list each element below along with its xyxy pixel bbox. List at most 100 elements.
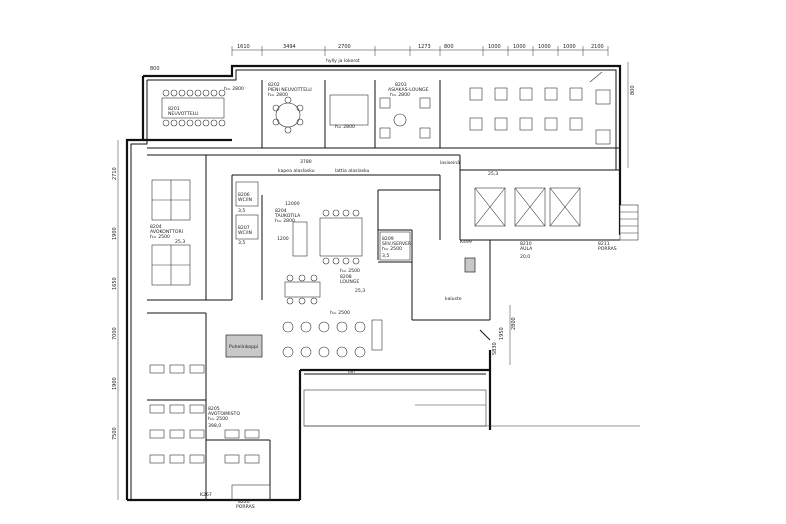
room-8209: 8209 SIIV./SERVER h= 2500 3,5	[379, 231, 412, 261]
room-8203-num: 8203	[395, 82, 407, 88]
room-8202-name: PIENI NEUVOTTELU	[268, 87, 312, 93]
room-8208-height: h= 2500	[340, 268, 360, 274]
note-hylly: hylly ja lokerot	[326, 58, 360, 64]
room-8206-name: WC/IN	[238, 197, 252, 203]
room-8210-name: AULA	[520, 246, 533, 252]
top-dimensions: 1610 3494 2700 1273 800 1000 1000 1000 1…	[150, 44, 609, 72]
room-8203-height: h= 2800	[390, 92, 410, 98]
lounge-seating: h= 2500	[282, 310, 383, 358]
dim-left-2: 1900	[112, 227, 118, 240]
room-8210-area: 20,0	[520, 254, 530, 260]
note-kaluste: kaluste	[445, 296, 462, 302]
note-kapea: kapea alaslasku	[278, 168, 315, 174]
dim-left-3: 1650	[112, 277, 118, 290]
room-8210-area2: 25,3	[488, 171, 498, 177]
room-8204: 8204 TAUKOTILA h= 2800 1200	[274, 208, 363, 265]
note-k267: K267	[200, 492, 212, 498]
dim-top-3: 2700	[338, 44, 351, 50]
room-8208-area: 25,3	[355, 288, 365, 294]
room-8201-num: 8201	[168, 106, 180, 112]
note-k499: K499	[460, 239, 472, 245]
dim-left-5: 1900	[112, 377, 118, 390]
room-8201-height: h= 2800	[224, 86, 244, 92]
room-8208-num: 8208	[340, 274, 352, 280]
room-8205-area: 398,0	[208, 423, 221, 429]
room-8202: 8202 PIENI NEUVOTTELU h= 2800 h= 2800 hy…	[268, 58, 369, 134]
room-8220-name: PORRAS	[236, 504, 255, 510]
room-8206-num: 8206	[238, 192, 250, 198]
room-avok-num: 8204	[150, 224, 162, 230]
note-left-area: 25,3	[175, 239, 185, 245]
room-8202-num: 8202	[268, 82, 280, 88]
room-8204-area: 1200	[277, 236, 289, 242]
room-8207-num: 8207	[238, 225, 250, 231]
dim-top-1: 1610	[237, 44, 250, 50]
room-wc: 8206 WC/IN 3,5 8207 WC/IN 3,5	[235, 181, 259, 246]
room-8210: 8210 AULA 20,0 25,3	[464, 171, 581, 273]
note-fluidi: lasiseinä	[440, 160, 460, 166]
room-8209-name: SIIV./SERVER	[382, 241, 412, 247]
dim-top-8: 1000	[538, 44, 551, 50]
room-8202b-height: h= 2800	[335, 124, 355, 130]
room-8205-name: AVOTOIMISTO	[208, 411, 240, 417]
dim-right-4: 800	[630, 85, 636, 95]
phone-booth-label: Puhelinkoppi	[229, 344, 258, 350]
room-8202-height: h= 2800	[268, 92, 288, 98]
room-8211: 8211 PORRAS	[598, 241, 617, 252]
room-8206-area: 3,5	[238, 208, 245, 214]
room-8211-name: PORRAS	[598, 246, 617, 252]
dim-top-9: 1000	[563, 44, 576, 50]
room-avok-name: AVOKONTTORI	[150, 229, 183, 235]
room-8203-name: ASIAKAS-LOUNGE	[388, 87, 429, 93]
dim-left-6: 7500	[112, 427, 118, 440]
room-8204-height: h= 2800	[275, 218, 295, 224]
room-8209-height: h= 2500	[382, 246, 402, 252]
stair-8220	[619, 204, 639, 241]
room-8220: 8220 PORRAS K267	[200, 484, 271, 510]
interior-walls	[143, 80, 620, 500]
dim-left-1: 2710	[112, 167, 118, 180]
corridor-notes: 3780 kapea alaslasku lattia alaslasku 12…	[175, 159, 472, 375]
lounge-height: h= 2500	[330, 310, 350, 316]
room-8205-num: 8205	[208, 406, 220, 412]
room-8203: 8203 ASIAKAS-LOUNGE h= 2800	[379, 82, 431, 139]
room-8204-name: TAUKOTILA	[274, 213, 301, 219]
room-8201-name: NEUVOTTELU	[168, 111, 199, 117]
bottom-hatch	[303, 389, 640, 427]
training-room	[469, 71, 611, 145]
room-avokonttori: 8204 AVOKONTTORI h= 2500	[150, 179, 191, 286]
dim-top-4: 1273	[418, 44, 431, 50]
room-8208: 8208 LOUNGE h= 2500 25,3	[284, 268, 365, 305]
note-ovi: ovi	[348, 369, 355, 375]
dim-right-3: 5830	[492, 342, 498, 355]
note-lattia: lattia alaslasku	[335, 168, 370, 174]
room-avok-height: h= 2500	[150, 234, 170, 240]
room-8209-num: 8209	[382, 236, 394, 242]
dim-top-6: 1000	[488, 44, 501, 50]
room-8207-name: WC/IN	[238, 230, 252, 236]
right-dimensions: 2800 1950 5830 800	[492, 62, 636, 365]
note-3780: 3780	[300, 159, 312, 165]
room-8205: 8205 AVOTOIMISTO h= 2500 398,0	[149, 364, 260, 464]
dim-right-1: 2800	[511, 317, 517, 330]
phone-booth[interactable]: Puhelinkoppi	[225, 334, 263, 358]
dim-top-5: 800	[444, 44, 454, 50]
room-8220-num: 8220	[238, 499, 250, 505]
left-dimensions: 2710 1900 1650 7000 1900 7500	[112, 140, 119, 500]
dim-left-small: 800	[150, 66, 160, 72]
room-8201: 8201 NEUVOTTELU h= 2800	[161, 86, 244, 127]
room-8204-num: 8204	[275, 208, 287, 214]
room-8205-height: h= 2500	[208, 416, 228, 422]
room-8211-num: 8211	[598, 241, 610, 247]
room-8207-area: 3,5	[238, 240, 245, 246]
room-8209-area: 3,5	[382, 253, 389, 259]
dim-top-10: 2100	[591, 44, 604, 50]
room-8208-name: LOUNGE	[340, 279, 359, 285]
note-12000: 12000	[285, 201, 300, 207]
dim-right-2: 1950	[499, 327, 505, 340]
room-8210-num: 8210	[520, 241, 532, 247]
dim-top-7: 1000	[513, 44, 526, 50]
dim-top-2: 3494	[283, 44, 296, 50]
dim-left-4: 7000	[112, 327, 118, 340]
